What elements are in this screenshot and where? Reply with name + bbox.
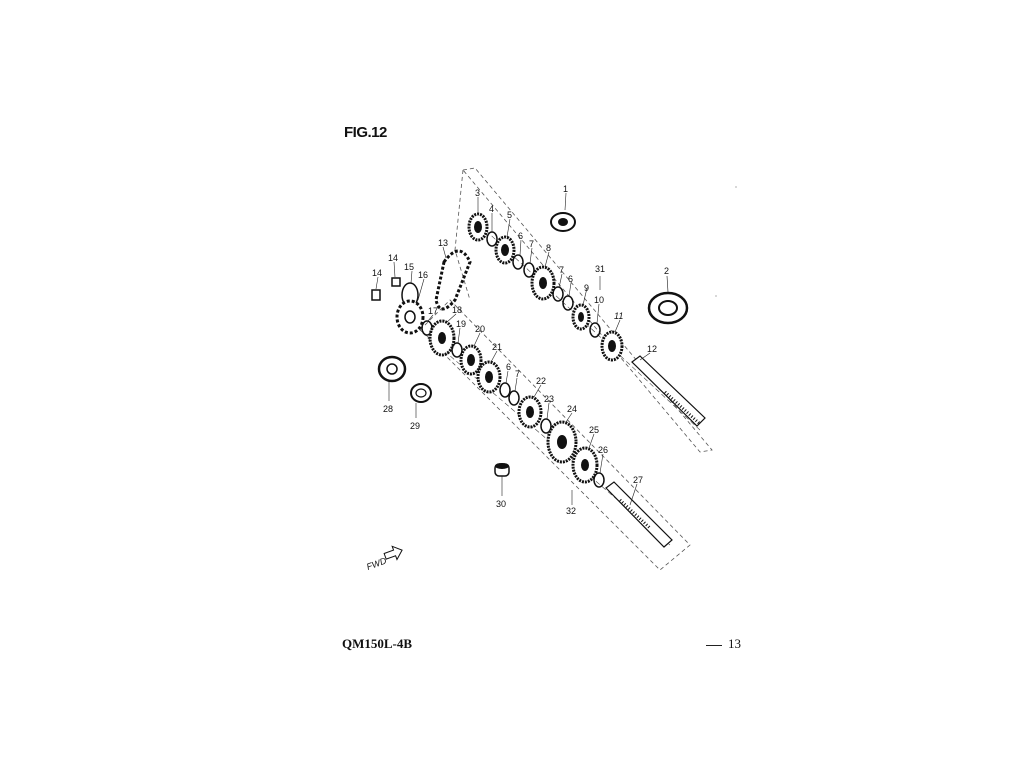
- part-label: 1: [563, 184, 568, 194]
- part-label: 13: [438, 238, 448, 248]
- gear-part-8: [530, 265, 556, 301]
- gear-part-24: [546, 420, 578, 464]
- part-label: 6: [568, 274, 573, 284]
- part-label: 7: [559, 265, 564, 275]
- figure-title: FIG.12: [344, 124, 387, 141]
- gear-part-18: [428, 319, 456, 357]
- drive-chain-part-13: [434, 249, 472, 311]
- stray-dot: [715, 295, 717, 297]
- part-label: 10: [594, 295, 604, 305]
- part-label: 26: [598, 445, 608, 455]
- part-label: 16: [418, 270, 428, 280]
- part-label: 6: [518, 231, 523, 241]
- part-label: 7: [529, 239, 534, 249]
- page-number: 13: [706, 636, 741, 652]
- part-label: 32: [566, 506, 576, 516]
- part-label: 29: [410, 421, 420, 431]
- bearing-part-2: [647, 291, 689, 325]
- part-label: 14: [388, 253, 398, 263]
- circlip-part-7: [523, 262, 535, 278]
- washer-part-26: [593, 472, 605, 488]
- part-label: 15: [404, 262, 414, 272]
- page-dash: [706, 644, 722, 646]
- part-label: 14: [372, 268, 382, 278]
- part-label: 9: [584, 283, 589, 293]
- main-shaft-group-outline-side: [454, 169, 471, 301]
- gear-part-22: [517, 395, 543, 429]
- part-label: 21: [492, 342, 502, 352]
- part-label: 2: [664, 266, 669, 276]
- fwd-direction-marker: FWD: [365, 545, 403, 572]
- part-label: 12: [647, 344, 657, 354]
- washer-part-19: [451, 342, 463, 358]
- part-label: 5: [507, 210, 512, 220]
- gear-part-11: [600, 330, 624, 362]
- part-label: 25: [589, 425, 599, 435]
- sprocket-part-16: [395, 299, 425, 335]
- part-label: 19: [456, 319, 466, 329]
- main-shaft-group-outline: [462, 167, 713, 453]
- part-label: 18: [452, 305, 462, 315]
- bearing-part-1: [550, 212, 576, 232]
- part-label: 7: [515, 369, 520, 379]
- part-label: 28: [383, 404, 393, 414]
- countershaft-part-27: [605, 481, 673, 548]
- part-label: 3: [475, 188, 480, 198]
- part-label: 8: [546, 243, 551, 253]
- part-label: 6: [506, 362, 511, 372]
- part-label: 27: [633, 475, 643, 485]
- stray-dot: [735, 186, 737, 188]
- fwd-label: FWD: [365, 555, 388, 572]
- part-label: 11: [614, 311, 623, 321]
- oil-seal-part-29: [410, 383, 432, 403]
- counter-shaft-group-outline: [419, 299, 691, 571]
- part-label: 4: [489, 204, 494, 214]
- washer-part-6: [512, 254, 524, 270]
- main-shaft-part-12: [631, 355, 706, 427]
- page-number-value: 13: [728, 636, 741, 651]
- gear-part-20: [459, 344, 483, 376]
- part-label: 31: [595, 264, 605, 274]
- arrow-right-icon: [383, 545, 403, 561]
- model-code: QM150L-4B: [342, 636, 413, 651]
- part-label: 17: [428, 306, 438, 316]
- circlip-part-7b: [552, 286, 564, 302]
- gear-part-9: [571, 303, 591, 331]
- part-label: 23: [544, 394, 554, 404]
- washer-part-23: [540, 418, 552, 434]
- part-label: 30: [496, 499, 506, 509]
- leader-lines: [375, 192, 669, 506]
- bolt-part-14a: [371, 289, 381, 301]
- gear-part-5: [494, 235, 516, 265]
- gear-part-3: [467, 212, 489, 242]
- washer-part-10: [589, 322, 601, 338]
- part-label: 24: [567, 404, 577, 414]
- part-label: 20: [475, 324, 485, 334]
- bearing-part-28: [377, 355, 407, 383]
- gear-part-21: [476, 360, 502, 394]
- part-label: 22: [536, 376, 546, 386]
- gear-part-25: [571, 446, 599, 484]
- needle-bearing-part-30: [494, 463, 510, 477]
- washer-part-6c: [499, 382, 511, 398]
- washer-part-6b: [562, 295, 574, 311]
- circlip-part-7c: [508, 390, 520, 406]
- bolt-part-14b: [391, 277, 401, 287]
